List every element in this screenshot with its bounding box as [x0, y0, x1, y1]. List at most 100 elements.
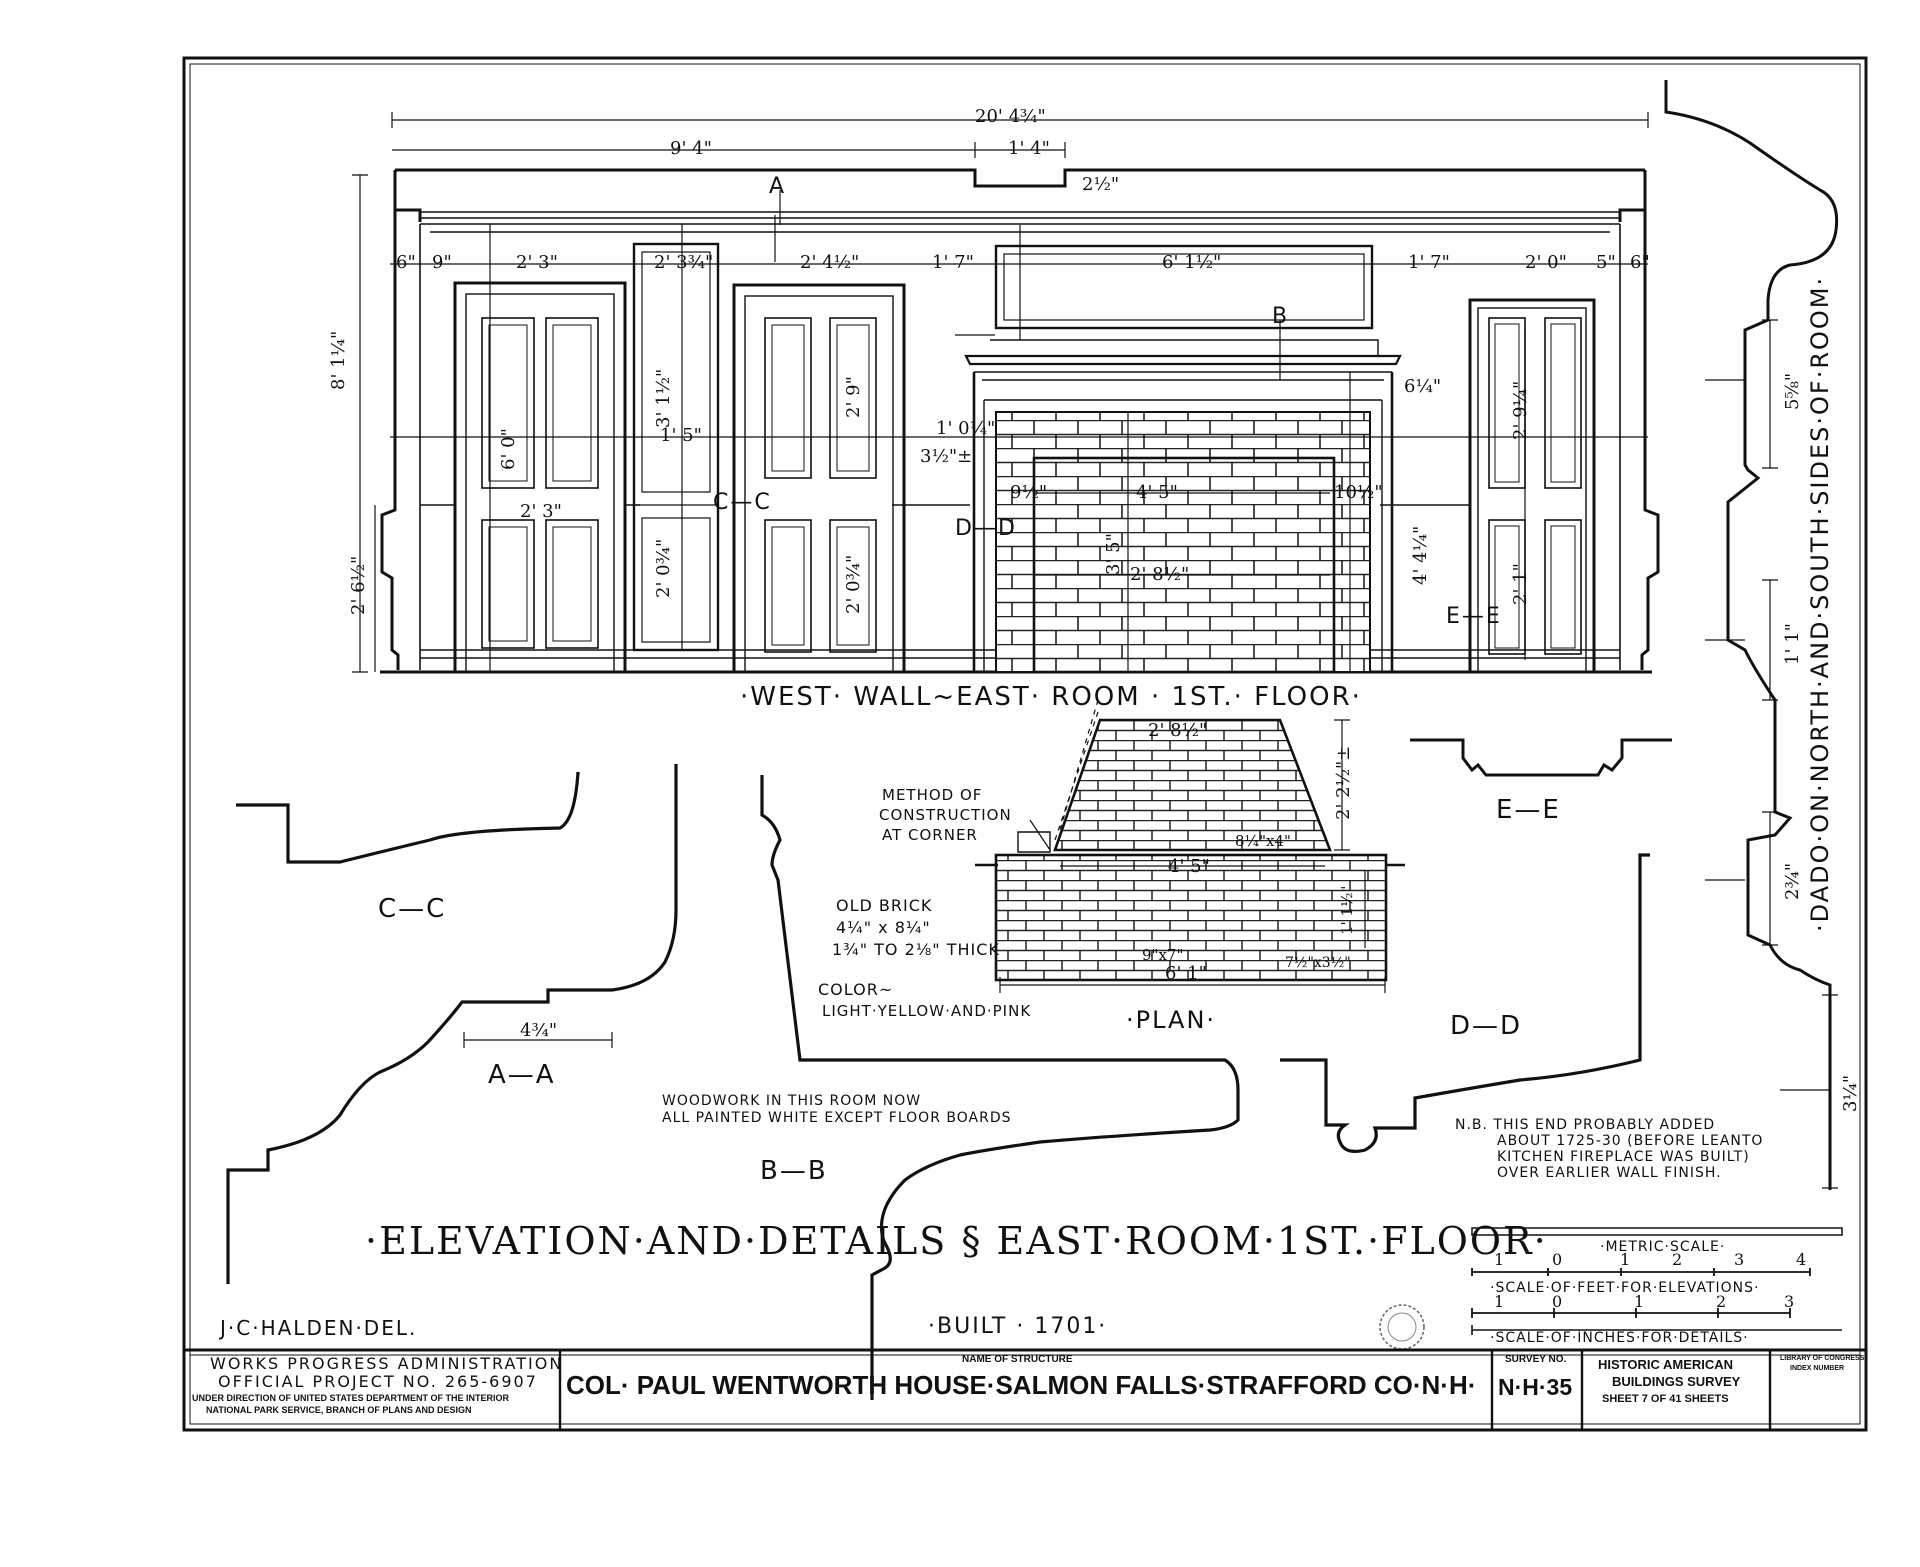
woodwork-note-2: ALL PAINTED WHITE EXCEPT FLOOR BOARDS — [662, 1110, 1012, 1126]
detail-aa-dim: 4¾" — [520, 1020, 558, 1041]
dado-dims — [1705, 319, 1838, 1189]
cut-dd: D—D — [955, 516, 1017, 541]
dim-left-span: 9' 4" — [670, 138, 712, 159]
dado-label: ·DADO·ON·NORTH·AND·SOUTH·SIDES·OF·ROOM· — [1806, 275, 1834, 932]
dim-door2-width: 2' 4½" — [800, 252, 860, 273]
dado-dim-3: 2¾" — [1782, 862, 1803, 900]
dim-wall-height: 8' 1¼" — [328, 330, 349, 390]
dim-span-left: 1' 7" — [932, 252, 974, 273]
detail-aa-label: A—A — [488, 1060, 556, 1090]
dim-firebox-height: 3' 5" — [1103, 533, 1124, 575]
detail-cc-profile — [236, 771, 580, 864]
wpa-line-3: UNDER DIRECTION OF UNITED STATES DEPARTM… — [192, 1393, 509, 1403]
metric-tick-1: 1 — [1494, 1250, 1505, 1269]
elevation-title: ·WEST· WALL~EAST· ROOM · 1ST.· FLOOR· — [740, 682, 1362, 712]
inches-scale-label: ·SCALE·OF·INCHES·FOR·DETAILS· — [1490, 1330, 1749, 1346]
dim-right-jamb: 10½" — [1334, 482, 1383, 503]
metric-tick-3: 3 — [1734, 1250, 1745, 1269]
dim-left-edge: 6" — [396, 252, 416, 273]
dim-span-right: 1' 7" — [1408, 252, 1450, 273]
dim-overall-width: 20' 4¾" — [975, 106, 1046, 127]
color-note-2: LIGHT·YELLOW·AND·PINK — [822, 1002, 1032, 1020]
plan-side: 1' 1½" — [1338, 885, 1356, 935]
dim-firebox-width: 4' 5" — [1136, 482, 1178, 503]
wpa-line-4: NATIONAL PARK SERVICE, BRANCH OF PLANS A… — [206, 1405, 472, 1415]
wpa-line-1: WORKS PROGRESS ADMINISTRATION — [210, 1354, 564, 1373]
plan-opening: 4' 5" — [1168, 856, 1210, 877]
detail-aa-profile — [226, 764, 678, 1284]
dim-shelf: 6¼" — [1404, 376, 1442, 397]
detail-dd-profile — [1280, 853, 1650, 1153]
cut-a-top: A — [769, 174, 787, 199]
fireplace-plan — [975, 699, 1405, 993]
nb-note-2: ABOUT 1725-30 (BEFORE LEANTO — [1497, 1133, 1764, 1149]
dim-mid-1-04: 1' 0¼" — [936, 418, 996, 439]
dado-dim-4: 3¼" — [1840, 1074, 1861, 1112]
plan-brick-b: 9"x7" — [1142, 946, 1184, 964]
method-note-1: METHOD OF — [882, 786, 983, 804]
method-note-3: AT CORNER — [882, 826, 978, 844]
dim-right-5: 5" — [1596, 252, 1616, 273]
dim-top-offset: 1' 4" — [1008, 138, 1050, 159]
wpa-line-2: OFFICIAL PROJECT NO. 265-6907 — [218, 1372, 538, 1391]
feet-tick-2: 2 — [1716, 1292, 1727, 1311]
metric-tick-4: 4 — [1796, 1250, 1807, 1269]
detail-ee-profile — [1410, 738, 1672, 777]
plan-brick-a: 8¼"x4" — [1235, 832, 1291, 850]
dim-door1-width: 2' 3" — [520, 501, 562, 522]
metric-tick-1b: 1 — [1620, 1250, 1631, 1269]
detail-cc-label: C—C — [378, 894, 447, 924]
feet-tick-1b: 1 — [1634, 1292, 1645, 1311]
detail-ee-label: E—E — [1496, 795, 1561, 825]
dim-cornice-projection: 2½" — [1082, 174, 1120, 195]
dado-profile — [1664, 80, 1839, 1190]
survey-label: SURVEY NO. — [1505, 1354, 1567, 1365]
dim-mid-1-5: 1' 5" — [660, 425, 702, 446]
feet-scale-label: ·SCALE·OF·FEET·FOR·ELEVATIONS· — [1490, 1280, 1760, 1296]
plan-title: ·PLAN· — [1126, 1006, 1217, 1034]
dim-dado-height: 2' 6½" — [348, 555, 369, 615]
dim-door1-height: 6' 0" — [498, 428, 519, 470]
nb-note-4: OVER EARLIER WALL FINISH. — [1497, 1165, 1722, 1181]
detail-bb-profile — [760, 775, 1240, 1400]
delineator: J·C·HALDEN·DEL. — [220, 1316, 418, 1340]
dim-door1-width-top: 2' 3" — [516, 252, 558, 273]
main-title: ·ELEVATION·AND·DETAILS § EAST·ROOM·1ST.·… — [365, 1219, 1548, 1263]
elevation-dimension-lines — [352, 112, 1649, 673]
west-wall-elevation — [380, 168, 1660, 674]
method-note-2: CONSTRUCTION — [879, 806, 1012, 824]
plan-back-width: 2' 8½" — [1148, 720, 1208, 741]
seal-stamp — [1379, 1304, 1425, 1350]
dim-panel2-height: 3' 1½" — [653, 368, 674, 428]
color-note-1: COLOR~ — [818, 980, 894, 999]
loc-line-1: LIBRARY OF CONGRESS — [1780, 1355, 1865, 1362]
scale-bars — [1471, 1227, 1843, 1335]
dim-mantel-height: 4' 4¼" — [1410, 525, 1431, 585]
plan-depth: 2' 2½"± — [1333, 745, 1354, 820]
metric-tick-0: 0 — [1552, 1250, 1563, 1269]
feet-tick-3: 3 — [1784, 1292, 1795, 1311]
dim-mid-3-half: 3½"± — [920, 446, 973, 467]
brick-note-2: 4¼" x 8¼" — [836, 918, 931, 937]
dim-right-panel: 2' 0" — [1525, 252, 1567, 273]
dado-dim-2: 1' 1" — [1782, 623, 1803, 665]
dim-left-jamb: 9½" — [1010, 482, 1048, 503]
brick-note-1: OLD BRICK — [836, 896, 933, 915]
title-block — [184, 1348, 1866, 1430]
metric-scale-label: ·METRIC·SCALE· — [1600, 1239, 1726, 1255]
cut-b: B — [1272, 304, 1290, 329]
detail-dd-label: D—D — [1450, 1011, 1523, 1041]
survey-number: N·H·35 — [1498, 1374, 1573, 1400]
dim-panel2-lower: 2' 0¾" — [653, 538, 674, 598]
structure-name-label: NAME OF STRUCTURE — [962, 1354, 1073, 1365]
dim-overmantel-width: 6' 1½" — [1162, 252, 1222, 273]
dim-door2-upper: 2' 9" — [843, 376, 864, 418]
dim-door2-lower: 2' 0¾" — [843, 554, 864, 614]
detail-bb-label: B—B — [760, 1156, 828, 1186]
plan-overall: 6' 1" — [1165, 963, 1207, 984]
plan-brick-c: 7½"x3½" — [1285, 955, 1351, 971]
habs-line-1: HISTORIC AMERICAN — [1598, 1357, 1734, 1372]
metric-tick-2: 2 — [1672, 1250, 1683, 1269]
